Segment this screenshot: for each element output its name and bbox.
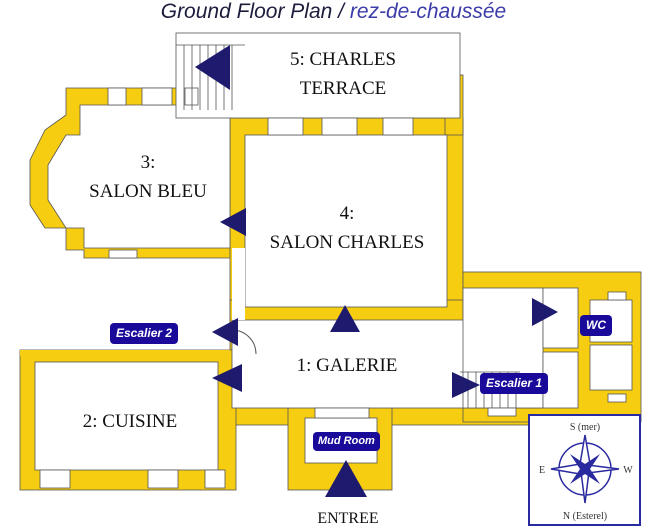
- arrows: [195, 45, 558, 497]
- salon-charles-label-2: SALON CHARLES: [270, 232, 425, 253]
- cuisine-top-wall: [20, 350, 230, 356]
- salon-bleu-floor: [47, 104, 231, 249]
- arrow-salon-bleu[interactable]: [220, 208, 246, 236]
- wc-badge[interactable]: WC: [580, 315, 612, 336]
- closet-floor: [542, 351, 579, 409]
- salon-bleu-label-1: 3:: [141, 152, 156, 173]
- title-french: rez-de-chaussée: [349, 0, 507, 23]
- mud-room-badge[interactable]: Mud Room: [313, 432, 380, 451]
- compass-north: N (Esterel): [563, 511, 607, 522]
- salon-charles-label-1: 4:: [340, 203, 355, 224]
- arrow-entree[interactable]: [325, 460, 367, 497]
- salon-bleu-label-2: SALON BLEU: [89, 181, 207, 202]
- arrow-escalier-1[interactable]: [452, 372, 480, 398]
- compass-west: W: [623, 465, 633, 476]
- arrow-escalier-2[interactable]: [212, 318, 238, 346]
- escalier-1-badge[interactable]: Escalier 1: [480, 373, 549, 394]
- wc-floor: [542, 287, 579, 349]
- cuisine-label: 2: CUISINE: [83, 411, 177, 432]
- arrow-wc[interactable]: [532, 298, 558, 326]
- salon-charles-floor: [244, 134, 448, 308]
- arrow-cuisine[interactable]: [212, 364, 242, 392]
- entree-label: ENTREE: [317, 510, 378, 527]
- cuisine-floor: [34, 361, 219, 471]
- terrace-label-2: TERRACE: [300, 78, 387, 99]
- compass-south: S (mer): [570, 422, 600, 433]
- arrow-salon-charles[interactable]: [330, 305, 360, 332]
- title-main: Ground Floor Plan /: [160, 0, 350, 23]
- arrow-terrace[interactable]: [195, 45, 230, 90]
- galerie-label: 1: GALERIE: [297, 355, 398, 376]
- compass-east: E: [539, 465, 545, 476]
- windows: [39, 87, 627, 489]
- compass-rose: S (mer) N (Esterel) E W: [528, 414, 641, 526]
- terrace-label-1: 5: CHARLES: [290, 49, 396, 70]
- plan-title: Ground Floor Plan / rez-de-chaussée: [0, 0, 667, 24]
- escalier-2-badge[interactable]: Escalier 2: [110, 323, 179, 344]
- closet2-floor: [589, 344, 633, 391]
